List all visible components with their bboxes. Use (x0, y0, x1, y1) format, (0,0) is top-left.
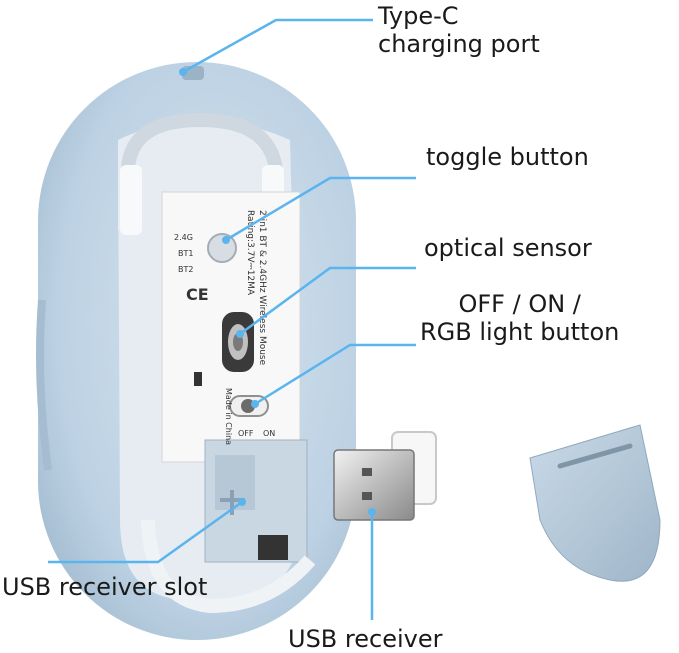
sticker-off: OFF (238, 429, 254, 438)
sticker-mode-bt2: BT2 (178, 265, 193, 274)
optical-sensor (222, 312, 254, 372)
label-offon-line1: OFF / ON / (420, 290, 619, 318)
label-type-c: Type-C charging port (378, 2, 540, 58)
rail-left (120, 165, 142, 235)
callout-dot-type-c (179, 68, 187, 76)
callout-dot-slot (238, 498, 246, 506)
sticker-made-in: Made in China (224, 388, 233, 445)
slot-detail-2 (258, 535, 288, 560)
sticker-on: ON (263, 429, 275, 438)
label-offon: OFF / ON / RGB light button (420, 290, 619, 346)
mouse-body (38, 62, 356, 640)
callout-dot-offon (251, 400, 259, 408)
toggle-button (208, 234, 236, 262)
label-type-c-line1: Type-C (378, 2, 540, 30)
battery-cover (530, 425, 660, 581)
label-offon-line2: RGB light button (420, 318, 619, 346)
ce-mark: CE (186, 285, 209, 304)
weee-bar-icon (194, 372, 202, 386)
label-type-c-line2: charging port (378, 30, 540, 58)
callout-dot-receiver (368, 508, 376, 516)
sticker-mode-24g: 2.4G (174, 233, 193, 242)
sticker-product: 2 in1 BT & 2.4GHz Wireless Mouse (257, 210, 267, 366)
label-slot: USB receiver slot (2, 573, 207, 601)
label-optical: optical sensor (424, 234, 592, 262)
callout-dot-toggle (222, 236, 230, 244)
callout-dot-optical (236, 330, 244, 338)
sticker-mode-bt1: BT1 (178, 249, 193, 258)
label-toggle: toggle button (426, 143, 589, 171)
sticker-made-group: Made in China (224, 388, 233, 445)
label-usb-receiver: USB receiver (288, 625, 442, 653)
